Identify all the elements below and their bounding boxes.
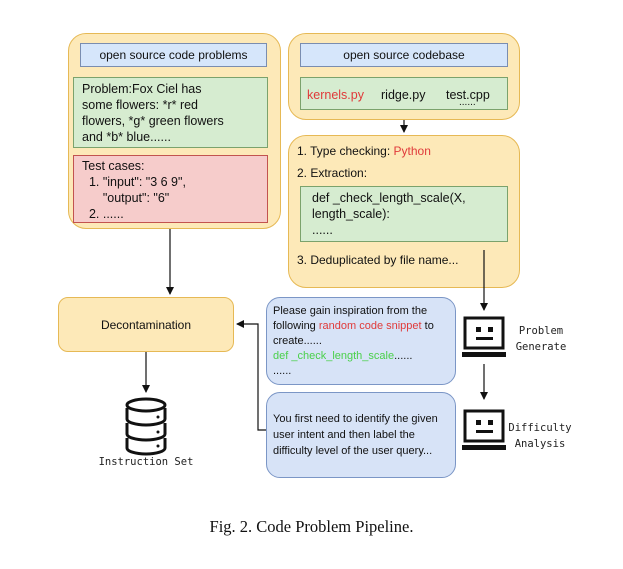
code-problems-header: open source code problems [80, 43, 267, 67]
testcase-line: 2. ...... [82, 207, 124, 221]
problem-line: Problem:Fox Ciel has [82, 82, 202, 96]
code-problems-header-text: open source code problems [99, 48, 248, 62]
problem-line: flowers, *g* green flowers [82, 114, 224, 128]
problem-generate-label: Problem Generate [505, 323, 577, 355]
code-line: length_scale): [312, 207, 390, 221]
problem-line: and *b* blue...... [82, 130, 171, 144]
robot1-label-line: Generate [515, 341, 567, 353]
robot2-label-line: Analysis [514, 438, 566, 450]
prompt2-line: user intent and then label the [273, 429, 415, 441]
step-dedup: 3. Deduplicated by file name... [297, 253, 459, 267]
step1-prefix: 1. Type checking: [297, 144, 394, 158]
robot2-label-line: Difficulty [508, 422, 572, 434]
prompt1-line2-pre: following [273, 320, 319, 332]
prompt1-line2: following random code snippet to [273, 319, 455, 334]
difficulty-prompt: You first need to identify the given use… [266, 392, 456, 478]
prompt1-line4: def _check_length_scale...... [273, 349, 455, 364]
code-line: def _check_length_scale(X, [312, 191, 466, 205]
codebase-header-text: open source codebase [343, 48, 465, 62]
prompt1-snippet: random code snippet [318, 320, 422, 332]
decontamination-box: Decontamination [58, 297, 234, 352]
file-ridge: ridge.py [381, 88, 426, 102]
prompt2-line: You first need to identify the given [273, 413, 438, 425]
problem-generate-prompt: Please gain inspiration from the followi… [266, 297, 456, 385]
testcase-line: Test cases: [82, 159, 145, 173]
files-box: kernels.py ridge.py test.cpp ...... [300, 77, 508, 110]
prompt2-line: difficulty level of the user query... [273, 445, 433, 457]
testcase-line: "output": "6" [82, 191, 170, 205]
prompt1-line3: create...... [273, 335, 322, 347]
arrow-analysis-to-decontam [236, 320, 266, 431]
robot-icon [462, 409, 506, 450]
problem-line: some flowers: *r* red [82, 98, 199, 112]
prompt1-line2-post: to [421, 320, 434, 332]
files-more: ...... [459, 97, 476, 108]
difficulty-analysis-label: Difficulty Analysis [500, 420, 580, 452]
codebase-header: open source codebase [300, 43, 508, 67]
robot1-label-line: Problem [518, 325, 564, 337]
prompt1-line1: Please gain inspiration from the [273, 305, 428, 317]
step-extraction: 2. Extraction: [297, 166, 368, 180]
testcase-line: 1. "input": "3 6 9", [82, 175, 186, 189]
decontamination-label: Decontamination [100, 317, 192, 332]
file-kernels: kernels.py [307, 88, 364, 102]
robot-icon [462, 316, 506, 357]
file-test: test.cpp [446, 88, 490, 102]
figure-caption: Fig. 2. Code Problem Pipeline. [209, 517, 414, 536]
test-cases-box: Test cases: 1. "input": "3 6 9", "output… [73, 155, 268, 223]
database-icon [125, 397, 167, 456]
code-line: ...... [312, 223, 333, 237]
step-type-checking: 1. Type checking: Python [297, 144, 431, 158]
prompt1-func: def _check_length_scale [273, 350, 395, 362]
instruction-set-label: Instruction Set [98, 456, 194, 468]
code-snippet-box: def _check_length_scale(X, length_scale)… [300, 186, 508, 242]
prompt1-line5: ...... [273, 365, 292, 377]
step1-lang: Python [393, 144, 431, 158]
prompt1-line4-post: ...... [394, 350, 413, 362]
problem-box: Problem:Fox Ciel has some flowers: *r* r… [73, 77, 268, 148]
